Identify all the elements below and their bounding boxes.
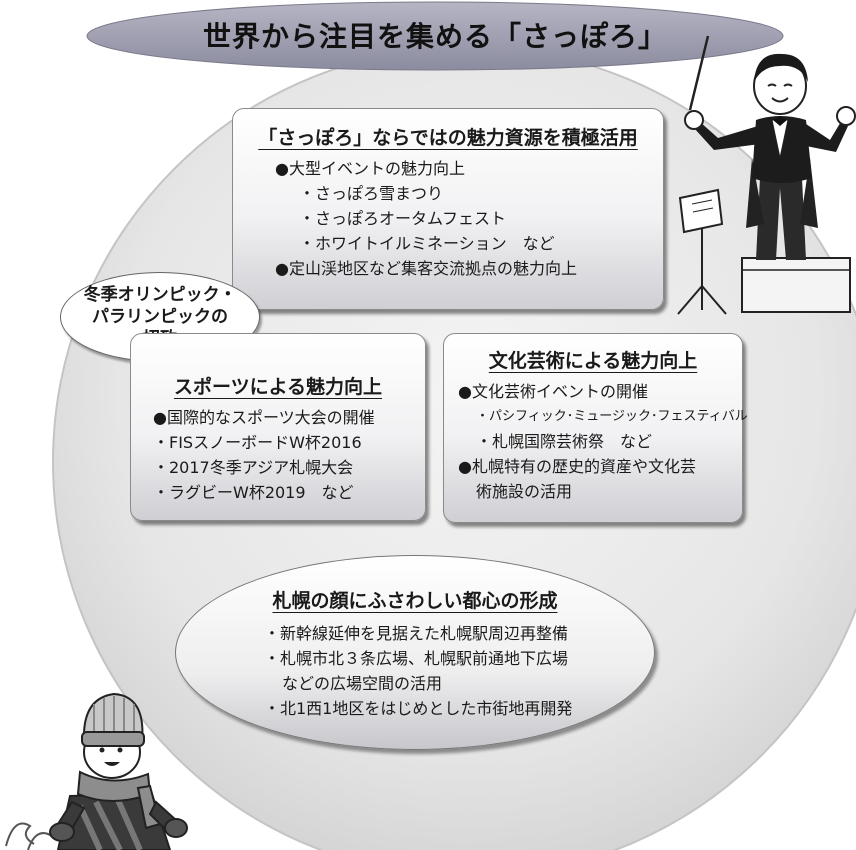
sports-line: ・FISスノーボードW杯2016	[153, 433, 362, 452]
city-center-line: ・新幹線延伸を見据えた札幌駅周辺再整備	[264, 624, 569, 643]
charm-line: ●大型イベントの魅力向上	[275, 159, 465, 178]
sports-heading: スポーツによる魅力向上	[173, 376, 383, 398]
olympic-bid-line: パラリンピックの	[92, 307, 228, 327]
culture-heading: 文化芸術による魅力向上	[488, 350, 698, 372]
culture-line: 術施設の活用	[476, 482, 573, 501]
olympic-bid-line: 冬季オリンピック・	[83, 285, 237, 305]
winter-person-illustration	[5, 692, 188, 850]
charm-line: ・さっぽろ雪まつり	[299, 184, 444, 203]
city-center-line: などの広場空間の活用	[282, 674, 443, 693]
title-pill	[86, 1, 784, 71]
charm-line: ・さっぽろオータムフェスト	[299, 209, 507, 228]
culture-box: 文化芸術による魅力向上 ●文化芸術イベントの開催 ・パシフィック･ミュージック･…	[443, 333, 748, 523]
sports-box: スポーツによる魅力向上 ●国際的なスポーツ大会の開催 ・FISスノーボードW杯2…	[130, 333, 426, 521]
charm-resources-box: 「さっぽろ」ならではの魅力資源を積極活用 ●大型イベントの魅力向上 ・さっぽろ雪…	[232, 108, 664, 310]
culture-line: ・パシフィック･ミュージック･フェスティバル	[476, 409, 748, 424]
page-title: 世界から注目を集める「さっぽろ」	[202, 20, 667, 53]
city-center-line: ・北1西1地区をはじめとした市街地再開発	[264, 699, 573, 718]
culture-line: ・札幌国際芸術祭 など	[476, 432, 653, 451]
city-center-line: ・札幌市北３条広場、札幌駅前通地下広場	[264, 649, 569, 668]
sports-line: ・2017冬季アジア札幌大会	[153, 458, 354, 477]
culture-line: ●文化芸術イベントの開催	[458, 382, 648, 401]
sports-line: ●国際的なスポーツ大会の開催	[153, 408, 375, 427]
culture-line: ●札幌特有の歴史的資産や文化芸	[458, 457, 696, 476]
conductor-illustration	[677, 35, 856, 315]
charm-line: ●定山渓地区など集客交流拠点の魅力向上	[275, 259, 577, 278]
sports-line: ・ラグビーW杯2019 など	[153, 483, 354, 502]
charm-resources-heading: 「さっぽろ」ならではの魅力資源を積極活用	[258, 127, 638, 149]
city-center-heading: 札幌の顔にふさわしい都心の形成	[272, 590, 558, 612]
charm-line: ・ホワイトイルミネーション など	[299, 234, 555, 253]
city-center-ellipse: 札幌の顔にふさわしい都心の形成 ・新幹線延伸を見据えた札幌駅周辺再整備 ・札幌市…	[175, 555, 655, 750]
